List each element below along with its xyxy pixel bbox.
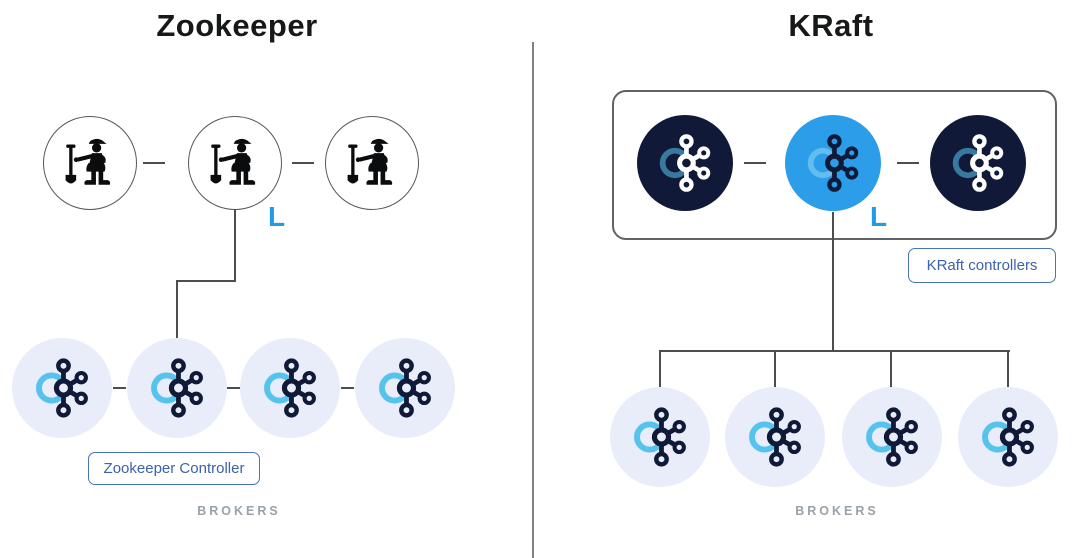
- broker-node: [240, 338, 340, 438]
- connector-line: [832, 212, 834, 352]
- connector-line: [890, 350, 892, 388]
- zookeeper-node-leader: [188, 116, 282, 210]
- zookeeper-node: [325, 116, 419, 210]
- broker-node: [610, 387, 710, 487]
- connector-line: [227, 387, 240, 389]
- connector-line: [659, 350, 1010, 352]
- connector-line: [176, 280, 236, 282]
- kafka-icon: [797, 127, 869, 199]
- zookeeper-controller-label: Zookeeper Controller: [88, 452, 260, 485]
- broker-node: [127, 338, 227, 438]
- broker-node: [725, 387, 825, 487]
- connector-line: [897, 162, 919, 164]
- kafka-icon: [971, 400, 1045, 474]
- zookeeper-person-icon: [339, 130, 405, 196]
- kafka-icon: [738, 400, 812, 474]
- connector-line: [176, 280, 178, 338]
- kafka-icon: [368, 351, 442, 425]
- kafka-icon: [942, 127, 1014, 199]
- kafka-icon: [623, 400, 697, 474]
- kafka-icon: [25, 351, 99, 425]
- connector-line: [143, 162, 165, 164]
- kraft-title: KRaft: [788, 8, 874, 43]
- connector-line: [113, 387, 126, 389]
- panel-divider: [532, 42, 534, 558]
- brokers-caption: BROKERS: [795, 504, 879, 518]
- kraft-controllers-label: KRaft controllers: [908, 248, 1056, 283]
- connector-line: [292, 162, 314, 164]
- connector-line: [1007, 350, 1009, 388]
- connector-line: [744, 162, 766, 164]
- connector-line: [659, 350, 661, 388]
- kraft-controller-node: [637, 115, 733, 211]
- connector-line: [341, 387, 354, 389]
- kafka-icon: [855, 400, 929, 474]
- controller-quorum-frame: [612, 90, 1057, 240]
- kafka-icon: [140, 351, 214, 425]
- broker-node: [12, 338, 112, 438]
- kafka-icon: [253, 351, 327, 425]
- broker-node: [958, 387, 1058, 487]
- kraft-controller-node: [930, 115, 1026, 211]
- broker-node: [842, 387, 942, 487]
- leader-badge: L: [268, 201, 286, 232]
- connector-line: [234, 209, 236, 282]
- connector-line: [774, 350, 776, 388]
- broker-node: [355, 338, 455, 438]
- kraft-controller-node-leader: [785, 115, 881, 211]
- brokers-caption: BROKERS: [197, 504, 281, 518]
- zookeeper-person-icon: [57, 130, 123, 196]
- zookeeper-person-icon: [202, 130, 268, 196]
- leader-badge: L: [870, 201, 888, 232]
- zookeeper-title: Zookeeper: [156, 8, 318, 43]
- zookeeper-node: [43, 116, 137, 210]
- kafka-icon: [649, 127, 721, 199]
